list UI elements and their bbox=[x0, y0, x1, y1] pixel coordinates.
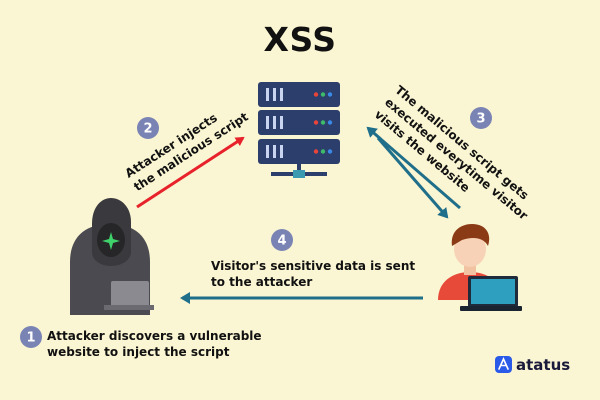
step-2-badge: 2 bbox=[137, 117, 159, 139]
step-4-number: 4 bbox=[277, 234, 286, 249]
diagram-title: XSS bbox=[263, 20, 337, 59]
inject-arrow bbox=[136, 136, 245, 209]
step-1-number: 1 bbox=[26, 331, 35, 346]
visitor-to-server-arrow bbox=[366, 126, 461, 210]
step-3-badge: 3 bbox=[470, 107, 492, 129]
step-3-number: 3 bbox=[476, 112, 485, 127]
attacker-icon bbox=[70, 198, 154, 315]
step-4-line-1: Visitor's sensitive data is sent bbox=[211, 259, 416, 273]
step-1-label: Attacker discovers a vulnerable website … bbox=[47, 328, 262, 360]
step-1-line-2: website to inject the script bbox=[47, 345, 230, 359]
brand-name: atatus bbox=[516, 356, 571, 374]
step-2-number: 2 bbox=[143, 122, 152, 137]
step-1-badge: 1 bbox=[20, 326, 42, 348]
step-4-label: Visitor's sensitive data is sent to the … bbox=[211, 258, 415, 290]
step-4-badge: 4 bbox=[271, 229, 293, 251]
server-unit-bottom bbox=[258, 139, 340, 164]
server-unit-top bbox=[258, 82, 340, 107]
server-unit-middle bbox=[258, 110, 340, 135]
server-icon bbox=[258, 82, 340, 178]
step-4-line-2: to the attacker bbox=[211, 275, 313, 289]
atatus-logo-icon bbox=[495, 356, 512, 373]
step-1-line-1: Attacker discovers a vulnerable bbox=[47, 329, 262, 343]
server-to-visitor-arrow bbox=[376, 137, 449, 219]
visitor-icon bbox=[438, 224, 522, 311]
